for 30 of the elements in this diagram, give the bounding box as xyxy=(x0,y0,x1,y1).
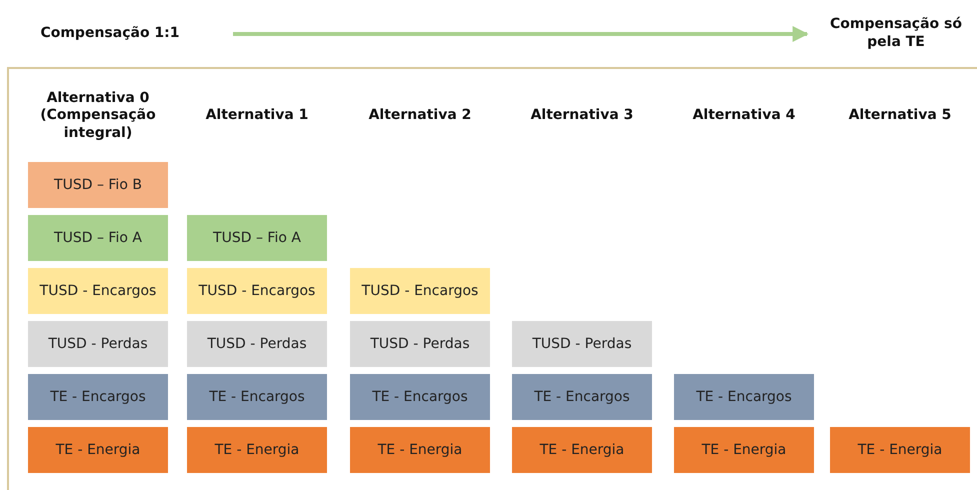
cost-block: TUSD - Perdas xyxy=(512,321,652,367)
cost-block: TUSD - Perdas xyxy=(350,321,490,367)
column-header: Alternativa 4 xyxy=(692,106,796,126)
cost-block: TUSD - Encargos xyxy=(187,268,327,314)
cost-block: TE - Energia xyxy=(830,427,970,473)
cost-block: TE - Energia xyxy=(512,427,652,473)
cost-block: TUSD – Fio A xyxy=(28,215,168,261)
cost-block: TE - Encargos xyxy=(674,374,814,420)
scale-label: Compensação 1:1 xyxy=(40,24,180,42)
column-header: Alternativa 3 xyxy=(530,106,634,126)
cost-block: TUSD - Perdas xyxy=(28,321,168,367)
arrow xyxy=(233,26,809,42)
cost-block: TUSD - Perdas xyxy=(187,321,327,367)
scale-label: Compensação só pela TE xyxy=(829,14,963,52)
cost-block: TE - Energia xyxy=(28,427,168,473)
column-header: Alternativa 0 (Compensação integral) xyxy=(39,88,157,143)
cost-block: TE - Encargos xyxy=(187,374,327,420)
cost-block: TE - Encargos xyxy=(350,374,490,420)
cost-block: TUSD – Fio B xyxy=(28,162,168,208)
column-header: Alternativa 1 xyxy=(204,106,310,126)
cost-block: TE - Energia xyxy=(187,427,327,473)
cost-block: TE - Energia xyxy=(674,427,814,473)
cost-block: TE - Encargos xyxy=(28,374,168,420)
cost-block: TE - Encargos xyxy=(512,374,652,420)
cost-block: TUSD – Fio A xyxy=(187,215,327,261)
cost-block: TUSD - Encargos xyxy=(28,268,168,314)
cost-block: TUSD - Encargos xyxy=(350,268,490,314)
column-header: Alternativa 5 xyxy=(848,106,952,126)
column-header: Alternativa 2 xyxy=(368,106,472,126)
cost-block: TE - Energia xyxy=(350,427,490,473)
